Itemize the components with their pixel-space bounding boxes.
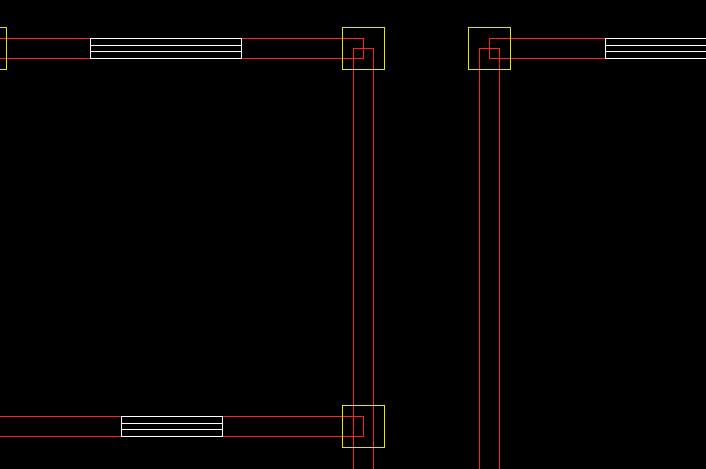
windows-layer (90, 38, 706, 437)
column (468, 27, 511, 70)
column (342, 405, 385, 448)
window (90, 38, 242, 59)
columns-layer (0, 27, 511, 448)
column (342, 27, 385, 70)
window (121, 416, 223, 437)
window (605, 38, 706, 59)
column (0, 27, 7, 70)
walls-layer (0, 38, 706, 469)
